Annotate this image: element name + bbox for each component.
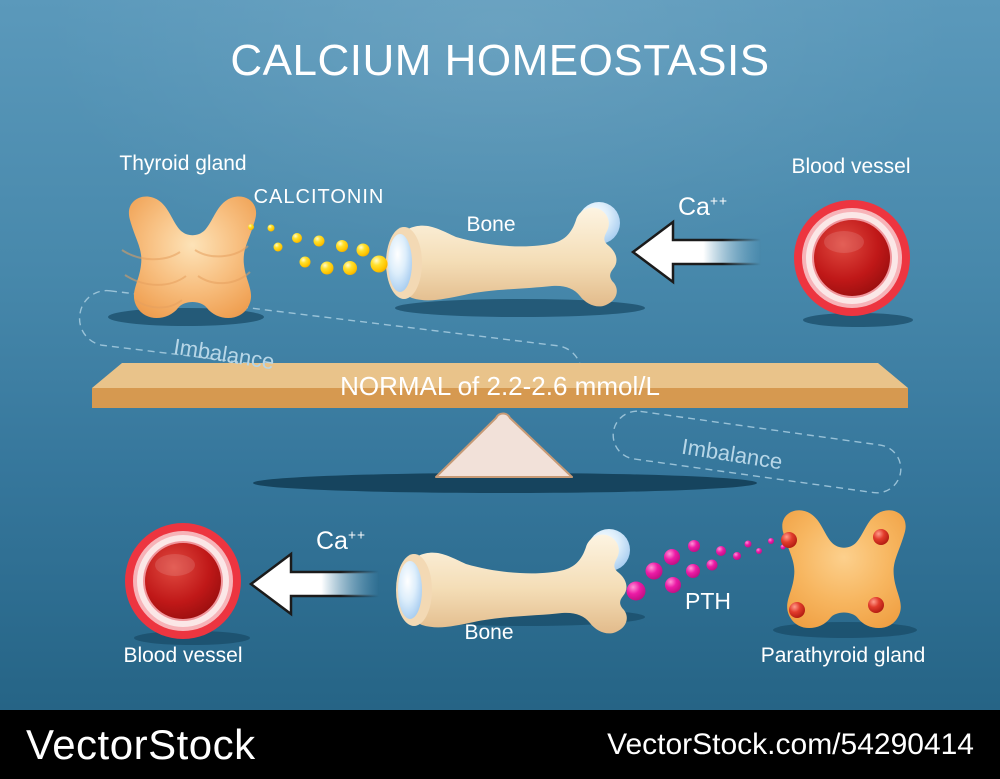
page-title: CALCIUM HOMEOSTASIS bbox=[230, 36, 770, 85]
blood-vessel-top-illustration bbox=[794, 200, 910, 316]
calcitonin-label: CALCITONIN bbox=[253, 186, 385, 208]
calcium-arrow-top bbox=[631, 220, 763, 284]
blood-vessel-label-bottom: Blood vessel bbox=[123, 644, 243, 667]
fulcrum-shadow bbox=[253, 473, 757, 493]
calcium-arrow-bottom bbox=[249, 552, 381, 616]
thyroid-gland-illustration bbox=[121, 196, 257, 319]
pth-dots bbox=[626, 538, 786, 601]
watermark-brand: VectorStock bbox=[26, 720, 256, 768]
normal-range-label: NORMAL of 2.2-2.6 mmol/L bbox=[340, 371, 660, 401]
blood-vessel-bottom-illustration bbox=[125, 523, 241, 639]
thyroid-gland-label: Thyroid gland bbox=[119, 152, 247, 175]
imbalance-band-right bbox=[612, 410, 902, 494]
calcium-ion-label-top: Ca++ bbox=[653, 193, 753, 222]
parathyroid-gland-illustration bbox=[781, 510, 906, 629]
parathyroid-gland-label: Parathyroid gland bbox=[760, 644, 926, 667]
calcium-charge: ++ bbox=[709, 193, 729, 209]
watermark-bar: VectorStock VectorStock.com/54290414 bbox=[0, 710, 1000, 779]
calcium-symbol: Ca bbox=[677, 193, 710, 221]
bone-label-bottom: Bone bbox=[464, 621, 514, 644]
blood-vessel-label-top: Blood vessel bbox=[791, 155, 911, 178]
parathyroid-bodies bbox=[781, 529, 889, 618]
bone-label-top: Bone bbox=[466, 213, 516, 236]
watermark-credit: VectorStock.com/54290414 bbox=[607, 727, 974, 761]
calcium-charge: ++ bbox=[347, 527, 367, 543]
calcium-symbol: Ca bbox=[315, 527, 348, 555]
balance-beam bbox=[92, 363, 908, 408]
calcitonin-dots bbox=[248, 224, 388, 275]
pth-label: PTH bbox=[685, 588, 731, 614]
calcium-ion-label-bottom: Ca++ bbox=[291, 527, 391, 556]
fulcrum bbox=[435, 412, 573, 478]
